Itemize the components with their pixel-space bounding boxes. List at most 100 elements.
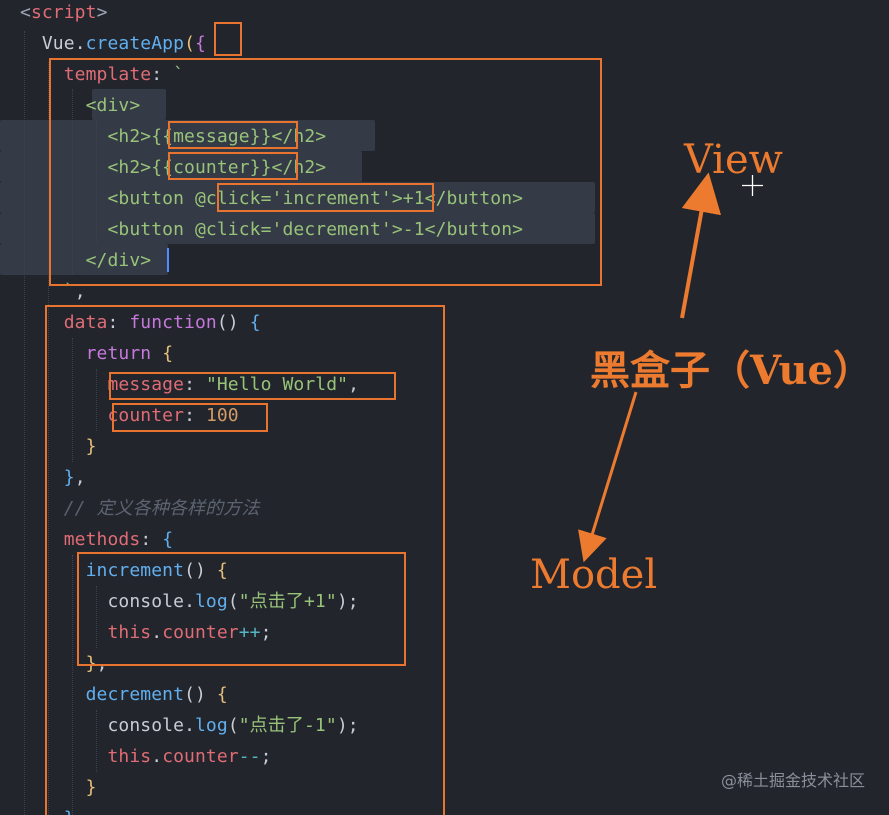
code-line[interactable]: <h2>{{counter}}</h2> bbox=[20, 152, 326, 183]
code-token: -- bbox=[238, 746, 261, 767]
code-line[interactable]: methods: { bbox=[20, 524, 173, 555]
indent-guide bbox=[72, 338, 73, 462]
code-token: ` bbox=[20, 281, 75, 302]
code-token: increment bbox=[20, 560, 185, 581]
highlight-box-message-binding bbox=[168, 121, 298, 149]
code-token: "点击了+1" bbox=[238, 591, 337, 612]
code-token: . bbox=[184, 715, 195, 736]
code-token: { bbox=[162, 343, 174, 364]
code-token: // 定义各种各样的方法 bbox=[20, 498, 260, 519]
code-line[interactable]: }, bbox=[20, 462, 86, 493]
watermark: @稀土掘金技术社区 bbox=[720, 771, 865, 790]
code-line[interactable]: return { bbox=[20, 338, 173, 369]
code-token: template bbox=[20, 64, 152, 85]
code-token: createApp bbox=[85, 33, 185, 54]
indent-guide bbox=[96, 586, 97, 648]
code-line[interactable]: // 定义各种各样的方法 bbox=[20, 493, 260, 524]
code-line[interactable]: <h2>{{message}}</h2> bbox=[20, 121, 326, 152]
code-token: counter bbox=[162, 622, 239, 643]
code-line[interactable]: `, bbox=[20, 276, 86, 307]
code-token: () bbox=[184, 684, 217, 705]
highlight-box-counter-binding bbox=[168, 152, 298, 180]
code-token: : bbox=[151, 64, 174, 85]
selection-highlight bbox=[0, 120, 375, 151]
code-token: <button @click='decrement'>-1</button> bbox=[20, 219, 524, 240]
highlight-box-message-prop bbox=[109, 372, 396, 400]
code-line[interactable]: } bbox=[20, 772, 97, 803]
code-token: : bbox=[184, 405, 206, 426]
arrow-to-model bbox=[578, 391, 638, 563]
code-token: : bbox=[140, 529, 163, 550]
code-token: , bbox=[96, 653, 108, 674]
code-line[interactable]: <div> bbox=[20, 90, 141, 121]
code-line[interactable]: console.log("点击了-1"); bbox=[20, 710, 359, 741]
code-line[interactable]: </div> bbox=[20, 245, 152, 276]
code-token: . bbox=[74, 33, 86, 54]
indent-guide bbox=[48, 62, 49, 815]
code-line[interactable]: <button @click='increment'>+1</button> bbox=[20, 183, 523, 214]
crosshair-cursor-icon bbox=[742, 175, 763, 196]
code-token: </div> bbox=[20, 250, 152, 271]
view-label: View bbox=[684, 137, 783, 183]
code-line[interactable]: Vue.createApp({ bbox=[20, 28, 206, 59]
code-token: <button @click='increment'>+1</button> bbox=[20, 188, 524, 209]
indent-guide bbox=[24, 31, 25, 815]
code-line[interactable]: template: ` bbox=[20, 59, 184, 90]
code-line[interactable]: } bbox=[20, 431, 97, 462]
code-token: script bbox=[30, 2, 97, 23]
code-token: ( bbox=[227, 591, 239, 612]
code-token: ` bbox=[173, 64, 185, 85]
code-token: ( bbox=[227, 715, 239, 736]
code-line[interactable]: }, bbox=[20, 648, 108, 679]
code-token: { bbox=[216, 560, 228, 581]
code-line[interactable]: console.log("点击了+1"); bbox=[20, 586, 359, 617]
code-line[interactable]: } bbox=[20, 803, 75, 815]
code-token: data bbox=[20, 312, 108, 333]
indent-guide bbox=[96, 369, 97, 431]
code-token: log bbox=[195, 715, 228, 736]
arrow-to-view bbox=[680, 172, 722, 319]
code-line[interactable]: this.counter--; bbox=[20, 741, 272, 772]
code-token: () bbox=[216, 312, 250, 333]
vue-blackbox-label: 黑盒子（Vue） bbox=[590, 347, 874, 394]
code-line[interactable]: data: function() { bbox=[20, 307, 261, 338]
code-token: ; bbox=[260, 622, 272, 643]
code-token: ++ bbox=[238, 622, 261, 643]
code-line[interactable]: this.counter++; bbox=[20, 617, 272, 648]
selection-highlight bbox=[0, 151, 362, 182]
highlight-box-counter-prop bbox=[112, 403, 268, 432]
code-token: console bbox=[20, 715, 185, 736]
code-token: log bbox=[195, 591, 228, 612]
code-line[interactable]: <button @click='decrement'>-1</button> bbox=[20, 214, 523, 245]
code-token: } bbox=[20, 436, 97, 457]
code-token: ( bbox=[184, 33, 195, 54]
code-token: : bbox=[184, 374, 206, 395]
code-line[interactable]: increment() { bbox=[20, 555, 228, 586]
code-token: { bbox=[162, 529, 174, 550]
code-token: this bbox=[20, 622, 152, 643]
code-line[interactable]: <script> bbox=[20, 0, 108, 28]
code-token: message bbox=[20, 374, 185, 395]
selection-highlight bbox=[0, 244, 168, 275]
indent-guide bbox=[96, 710, 97, 772]
code-token: , bbox=[348, 374, 360, 395]
code-token: < bbox=[20, 2, 31, 23]
code-token: , bbox=[74, 467, 86, 488]
code-line[interactable]: counter: 100 bbox=[20, 400, 239, 431]
code-token: ; bbox=[260, 746, 272, 767]
code-token: : bbox=[107, 312, 130, 333]
code-token: () bbox=[184, 560, 217, 581]
code-line[interactable]: message: "Hello World", bbox=[20, 369, 359, 400]
code-token: methods bbox=[20, 529, 141, 550]
model-label: Model bbox=[530, 552, 658, 598]
selection-highlight bbox=[0, 213, 595, 244]
code-token: <h2>{{message}}</h2> bbox=[20, 126, 327, 147]
code-token: } bbox=[20, 777, 97, 798]
code-line[interactable]: decrement() { bbox=[20, 679, 228, 710]
code-token: > bbox=[96, 2, 108, 23]
highlight-box-increment-method bbox=[77, 552, 406, 666]
indent-guide bbox=[96, 120, 97, 244]
highlight-box-click-increment bbox=[217, 183, 434, 212]
code-token: <div> bbox=[20, 95, 141, 116]
